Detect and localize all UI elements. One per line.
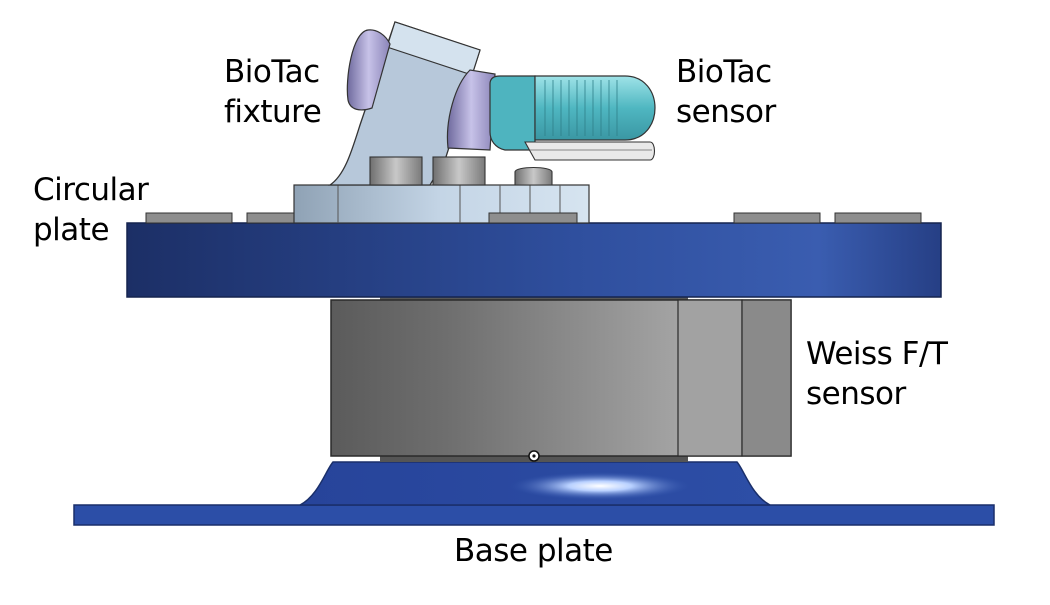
- label-biotac-sensor-line2: sensor: [676, 94, 776, 130]
- label-weiss-sensor-line1: Weiss F/T: [806, 336, 948, 372]
- label-biotac-fixture-line2: fixture: [224, 94, 322, 130]
- label-biotac-fixture: BioTac fixture: [224, 52, 322, 132]
- label-circular-plate-line1: Circular: [33, 172, 149, 208]
- base-plate: [73, 461, 995, 526]
- biotac-sensor: [446, 69, 656, 161]
- label-circular-plate: Circular plate: [33, 170, 149, 250]
- label-circular-plate-line2: plate: [33, 212, 110, 248]
- label-biotac-sensor: BioTac sensor: [676, 52, 776, 132]
- label-biotac-sensor-line1: BioTac: [676, 54, 772, 90]
- label-biotac-fixture-line1: BioTac: [224, 54, 320, 90]
- label-weiss-sensor: Weiss F/T sensor: [806, 334, 948, 414]
- label-base-plate: Base plate: [454, 531, 613, 571]
- weiss-ft-sensor: [330, 296, 792, 462]
- label-weiss-sensor-line2: sensor: [806, 376, 906, 412]
- circular-plate: [126, 212, 942, 298]
- label-base-plate-text: Base plate: [454, 533, 613, 569]
